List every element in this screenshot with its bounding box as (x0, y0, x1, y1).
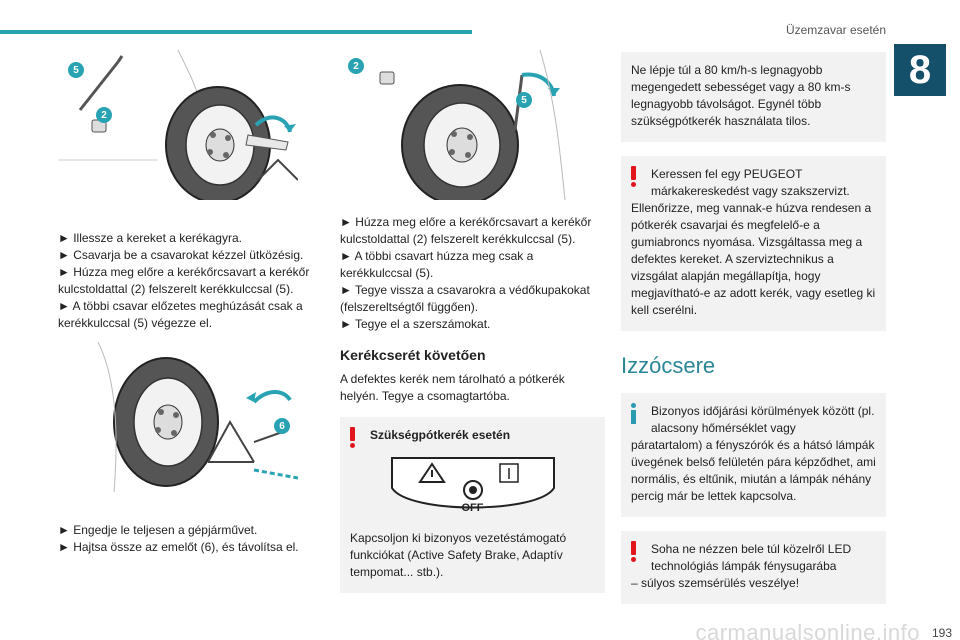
warning-icon (631, 166, 637, 188)
callout-5: 5 (68, 62, 84, 78)
section-text: A defektes kerék nem tárolható a pótkeré… (340, 372, 565, 403)
info-text: páratartalom) a fényszórók és a hátsó lá… (631, 438, 876, 503)
hazard-icon (417, 462, 446, 483)
led-warning-lead: Soha ne nézzen bele túl közelről LED tec… (651, 542, 852, 573)
spare-wheel-warning: Szükségpótkerék esetén OFF Kapcsoljon ki… (340, 417, 605, 593)
wheel-illustration-svg (58, 50, 298, 200)
step-4: ► Tegye el a szerszámokat. (340, 317, 491, 331)
jack-lowering-illustration: 6 (58, 342, 298, 492)
fitting-steps: ► Illessze a kereket a kerékagyra. ► Csa… (58, 230, 323, 332)
chapter-number: 8 (894, 44, 946, 96)
callout-2: 2 (348, 58, 364, 74)
lowering-steps: ► Engedje le teljesen a gépjárművet. ► H… (58, 522, 323, 556)
watermark: carmanualsonline.info (695, 620, 920, 640)
warning-icon (631, 541, 637, 563)
step-3: ► Tegye vissza a csavarokra a védőkupako… (340, 283, 590, 314)
column-1: 5 2 ► Illessze a kereket a kerékagyra. ►… (58, 50, 323, 556)
tightening-illustration-svg (379, 50, 566, 200)
info-lead: Bizonyos időjárási körülmények között (p… (651, 404, 875, 435)
panel-svg (390, 457, 555, 509)
dealer-warning: Keressen fel egy PEUGEOT márkakereskedés… (621, 156, 886, 331)
callout-5: 5 (516, 92, 532, 108)
bulb-replacement-heading: Izzócsere (621, 353, 716, 378)
step-3: ► Húzza meg előre a kerékőrcsavart a ker… (58, 265, 310, 296)
bolt-tightening-illustration: 2 5 (340, 50, 580, 200)
tightening-steps: ► Húzza meg előre a kerékőrcsavart a ker… (340, 214, 605, 333)
column-3: Ne lépje túl a 80 km/h-s legnagyobb mege… (621, 50, 886, 618)
callout-2: 2 (96, 107, 112, 123)
dealer-warning-lead: Keressen fel egy PEUGEOT márkakereskedés… (651, 167, 850, 198)
step-1: ► Illessze a kereket a kerékagyra. (58, 231, 242, 245)
led-warning-text: – súlyos szemsérülés veszélye! (631, 576, 800, 590)
led-warning: Soha ne nézzen bele túl közelről LED tec… (621, 531, 886, 604)
condensation-info: Bizonyos időjárási körülmények között (p… (621, 393, 886, 517)
dashboard-panel: OFF (388, 454, 558, 520)
step-1: ► Húzza meg előre a kerékőrcsavart a ker… (340, 215, 592, 246)
step-5: ► Engedje le teljesen a gépjárművet. (58, 523, 258, 537)
warning-icon (350, 427, 356, 449)
header-accent-bar (0, 30, 472, 34)
jack-illustration-svg (97, 342, 298, 492)
page-number: 193 (931, 626, 952, 640)
speed-limit-note: Ne lépje túl a 80 km/h-s legnagyobb mege… (621, 52, 886, 142)
off-label: OFF (461, 502, 484, 514)
wheel-fitting-illustration: 5 2 (58, 50, 298, 200)
section-heading: Kerékcserét követően (340, 347, 486, 363)
step-2: ► A többi csavart húzza meg csak a kerék… (340, 249, 534, 280)
column-2: 2 5 ► Húzza meg előre a kerékőrcsavart a… (340, 50, 605, 607)
warning-title: Szükségpótkerék esetén (370, 428, 511, 442)
step-2: ► Csavarja be a csavarokat kézzel ütközé… (58, 248, 304, 262)
warning-text: Kapcsoljon ki bizonyos vezetéstámogató f… (350, 531, 567, 579)
info-icon (631, 403, 637, 425)
safety-brake-icon (462, 480, 483, 500)
info-book-icon (498, 463, 519, 483)
speed-limit-text: Ne lépje túl a 80 km/h-s legnagyobb mege… (631, 63, 851, 128)
section-title: Üzemzavar esetén (785, 23, 886, 37)
callout-6: 6 (274, 418, 290, 434)
step-6: ► Hajtsa össze az emelőt (6), és távolít… (58, 540, 299, 554)
step-4: ► A többi csavar előzetes meghúzását csa… (58, 299, 303, 330)
dealer-warning-text: Ellenőrizze, meg vannak-e húzva rendesen… (631, 201, 876, 317)
